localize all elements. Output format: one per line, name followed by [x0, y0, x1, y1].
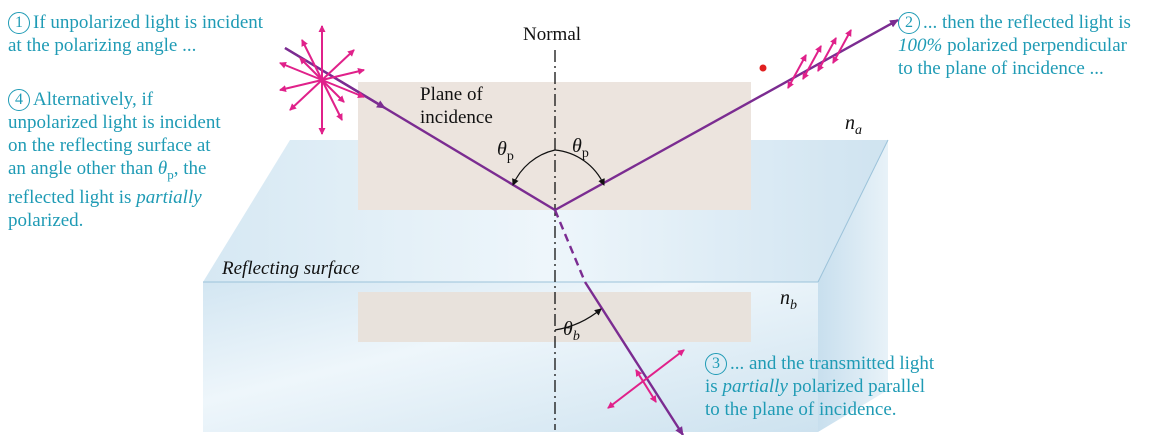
caption-3-line2-rest: polarized parallel [787, 376, 926, 397]
nb-sub: b [790, 298, 797, 313]
caption-3: 3... and the transmitted light is partia… [705, 352, 934, 421]
plane-label-line1: Plane of [420, 84, 483, 105]
na-n: n [845, 112, 855, 134]
caption-4-line4-post: , the [173, 158, 207, 179]
plane-label: Plane of incidence [420, 83, 493, 129]
theta-b-arc [554, 308, 602, 331]
caption-3-line3: to the plane of incidence. [705, 399, 897, 420]
theta-symbol: θ [572, 135, 582, 157]
caption-3-number: 3 [705, 353, 727, 375]
caption-4-line3: on the reflecting surface at [8, 135, 211, 156]
caption-4-line5-pre: reflected light is [8, 186, 137, 208]
na-label: na [845, 112, 862, 139]
caption-4-line5-italic: partially [136, 186, 202, 208]
caption-4-theta: θ [157, 158, 168, 179]
caption-1-line2: at the polarizing angle ... [8, 35, 197, 56]
theta-b-label: θb [563, 318, 580, 345]
caption-4-number: 4 [8, 89, 30, 111]
theta-p-sub: p [581, 146, 589, 161]
caption-3-line2-italic: partially [722, 376, 788, 397]
theta-p-right-label: θp [572, 135, 589, 162]
theta-p-incident-arc [512, 149, 556, 186]
caption-2-line3: to the plane of incidence ... [898, 58, 1104, 79]
caption-4-line2: unpolarized light is incident [8, 112, 221, 133]
caption-4-theta-sub: p [167, 166, 174, 182]
unpolarized-light-icon [279, 25, 365, 135]
polarization-dot [759, 64, 767, 72]
na-sub: a [855, 123, 862, 138]
nb-label: nb [780, 287, 797, 314]
plane-label-line2: incidence [420, 107, 493, 128]
caption-3-line1: ... and the transmitted light [730, 353, 935, 374]
theta-p-sub: p [506, 149, 514, 164]
nb-n: n [780, 287, 790, 309]
caption-1-line1: If unpolarized light is incident [33, 12, 264, 33]
theta-symbol: θ [497, 138, 507, 160]
block-right-face [818, 140, 888, 432]
partial-polarization-icon [607, 349, 685, 409]
transmitted-ray-hidden [553, 209, 587, 283]
caption-1-number: 1 [8, 12, 30, 34]
caption-4-line4-pre: an angle other than [8, 158, 158, 179]
caption-2: 2... then the reflected light is 100% po… [898, 11, 1131, 80]
caption-2-number: 2 [898, 12, 920, 34]
theta-p-left-label: θp [497, 138, 514, 165]
theta-b-sub: b [572, 329, 580, 344]
caption-3-line2-pre: is [705, 376, 723, 397]
perpendicular-polarization-icon [787, 29, 852, 89]
caption-4-line1: Alternatively, if [33, 89, 154, 110]
caption-2-line2-rest: polarized perpendicular [942, 35, 1127, 56]
theta-symbol: θ [563, 318, 573, 340]
theta-p-reflected-arc [554, 149, 605, 186]
caption-4-line6: polarized. [8, 209, 84, 231]
caption-2-line2-italic: 100% [898, 35, 943, 56]
reflecting-surface-label: Reflecting surface [222, 258, 360, 279]
caption-2-line1: ... then the reflected light is [923, 12, 1131, 33]
normal-label: Normal [523, 24, 582, 45]
